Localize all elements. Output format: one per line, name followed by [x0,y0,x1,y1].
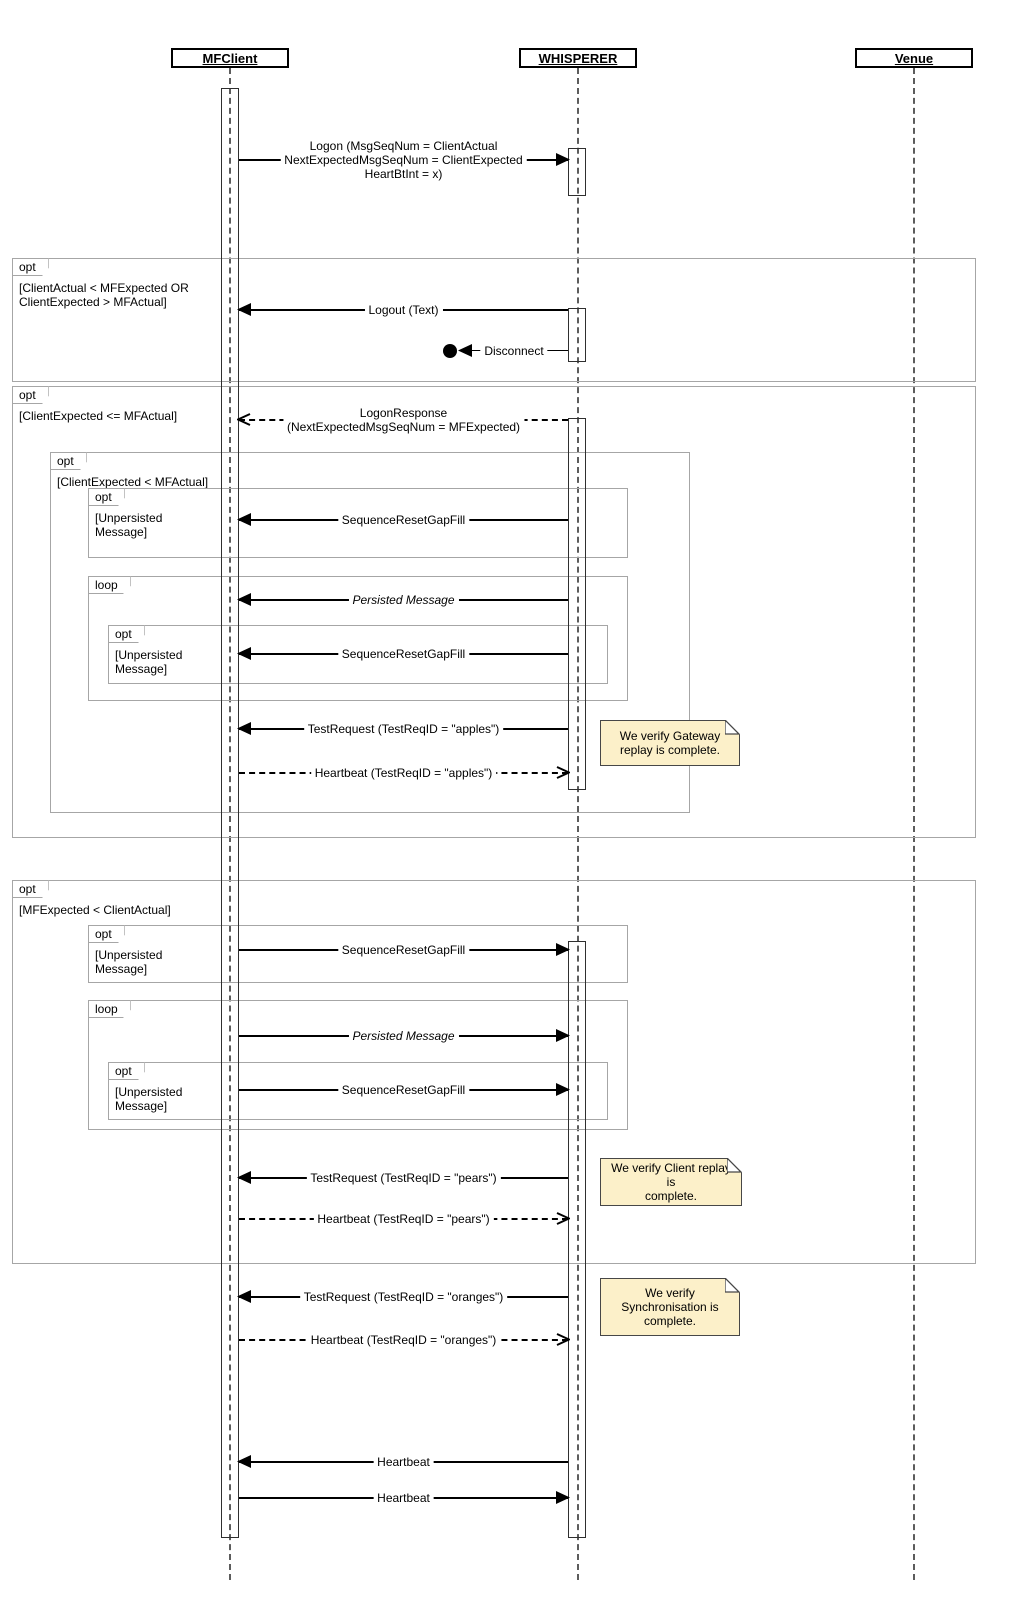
lifeline-label: Venue [894,50,934,66]
note-text: We verify Gateway replay is complete. [619,729,721,757]
lifeline-label: MFClient [202,50,258,66]
message-label: TestRequest (TestReqID = "apples") [303,722,504,736]
fragment-operator: opt [12,258,49,276]
message-label: SequenceResetGapFill [337,943,470,957]
fragment-guard: [Unpersisted Message] [113,1085,185,1113]
message-label: Persisted Message [348,1029,459,1043]
note-client-replay: We verify Client replay is complete. [600,1158,742,1206]
lifeline-header-mfclient: MFClient [171,48,289,68]
fragment-opt-clientexpected-lt-mfactual: opt [ClientExpected < MFActual] [50,452,690,813]
note-fold-icon [727,1158,742,1173]
filled-arrowhead-icon [237,722,251,735]
filled-arrowhead-icon [556,153,570,166]
message-label: TestRequest (TestReqID = "oranges") [299,1290,508,1304]
note-text: We verify Client replay is complete. [611,1161,731,1203]
filled-arrowhead-icon [237,303,251,316]
fragment-operator: loop [88,576,131,594]
message-label: SequenceResetGapFill [337,647,470,661]
fragment-guard: [Unpersisted Message] [93,948,165,976]
filled-arrowhead-icon [556,943,570,956]
filled-arrowhead-icon [556,1029,570,1042]
fragment-loop-gateway-replay: loop [88,576,628,701]
open-arrowhead-icon [556,1333,570,1346]
lost-message-dot [443,344,457,358]
fragment-operator: opt [12,880,49,898]
filled-arrowhead-icon [556,1491,570,1504]
fragment-guard: [MFExpected < ClientActual] [17,903,173,917]
message-label: Heartbeat (TestReqID = "oranges") [306,1333,501,1347]
message-label: TestRequest (TestReqID = "pears") [306,1171,501,1185]
lifeline-header-whisperer: WHISPERER [519,48,637,68]
fragment-operator: opt [50,452,87,470]
message-label: Heartbeat [373,1455,434,1469]
fragment-operator: loop [88,1000,131,1018]
activation-whisperer-client-replay [568,941,586,1538]
open-arrowhead-icon [556,766,570,779]
fragment-operator: opt [88,488,125,506]
note-synchronisation: We verify Synchronisation is complete. [600,1278,740,1336]
fragment-opt-unpersisted-2: opt [Unpersisted Message] [108,625,608,684]
fragment-opt-unpersisted-4: opt [Unpersisted Message] [108,1062,608,1120]
fragment-loop-client-replay: loop [88,1000,628,1130]
lifeline-venue [913,68,915,1580]
message-label: Heartbeat (TestReqID = "pears") [313,1212,494,1226]
note-text: We verify Synchronisation is complete. [621,1286,719,1328]
fragment-operator: opt [108,1062,145,1080]
fragment-guard: [Unpersisted Message] [93,511,165,539]
message-label: Heartbeat [373,1491,434,1505]
message-label: SequenceResetGapFill [337,1083,470,1097]
fragment-opt-mfexpected-lt-clientactual: opt [MFExpected < ClientActual] [12,880,976,1264]
fragment-guard: [ClientExpected <= MFActual] [17,409,180,423]
fragment-opt-unpersisted-1: opt [Unpersisted Message] [88,488,628,558]
fragment-guard: [ClientActual < MFExpected OR ClientExpe… [17,281,191,309]
lifeline-label: WHISPERER [538,50,618,66]
message-label: Logout (Text) [364,303,443,317]
open-arrowhead-icon [556,1212,570,1225]
filled-arrowhead-icon [237,647,251,660]
message-label: Disconnect [480,344,548,358]
activation-whisperer-logon [568,148,586,196]
fragment-operator: opt [108,625,145,643]
activation-whisperer-logout [568,308,586,362]
filled-arrowhead-icon [556,1083,570,1096]
activation-whisperer-gateway-replay [568,418,586,790]
note-fold-icon [725,1278,740,1293]
message-label: Logon (MsgSeqNum = ClientActual NextExpe… [280,139,527,181]
message-label: SequenceResetGapFill [337,513,470,527]
fragment-operator: opt [88,925,125,943]
lifeline-whisperer [577,68,579,1580]
note-gateway-replay: We verify Gateway replay is complete. [600,720,740,766]
message-label: Persisted Message [348,593,459,607]
message-label: LogonResponse (NextExpectedMsgSeqNum = M… [282,406,525,434]
fragment-guard: [ClientExpected < MFActual] [55,475,211,489]
filled-arrowhead-icon [237,1455,251,1468]
fragment-guard: [Unpersisted Message] [113,648,185,676]
filled-arrowhead-icon [237,1290,251,1303]
fragment-operator: opt [12,386,49,404]
fragment-opt-unpersisted-3: opt [Unpersisted Message] [88,925,628,983]
fragment-opt-resend-mismatch: opt [ClientActual < MFExpected OR Client… [12,258,976,382]
activation-mfclient [221,88,239,1538]
lifeline-header-venue: Venue [855,48,973,68]
lifeline-mfclient [229,68,231,1580]
note-fold-icon [725,720,740,735]
message-label: Heartbeat (TestReqID = "apples") [310,766,497,780]
fragment-opt-clientexpected-lte-mfactual: opt [ClientExpected <= MFActual] [12,386,976,838]
filled-arrowhead-icon [237,1171,251,1184]
filled-arrowhead-icon [458,344,472,357]
filled-arrowhead-icon [237,513,251,526]
open-arrowhead-icon [237,413,251,426]
filled-arrowhead-icon [237,593,251,606]
